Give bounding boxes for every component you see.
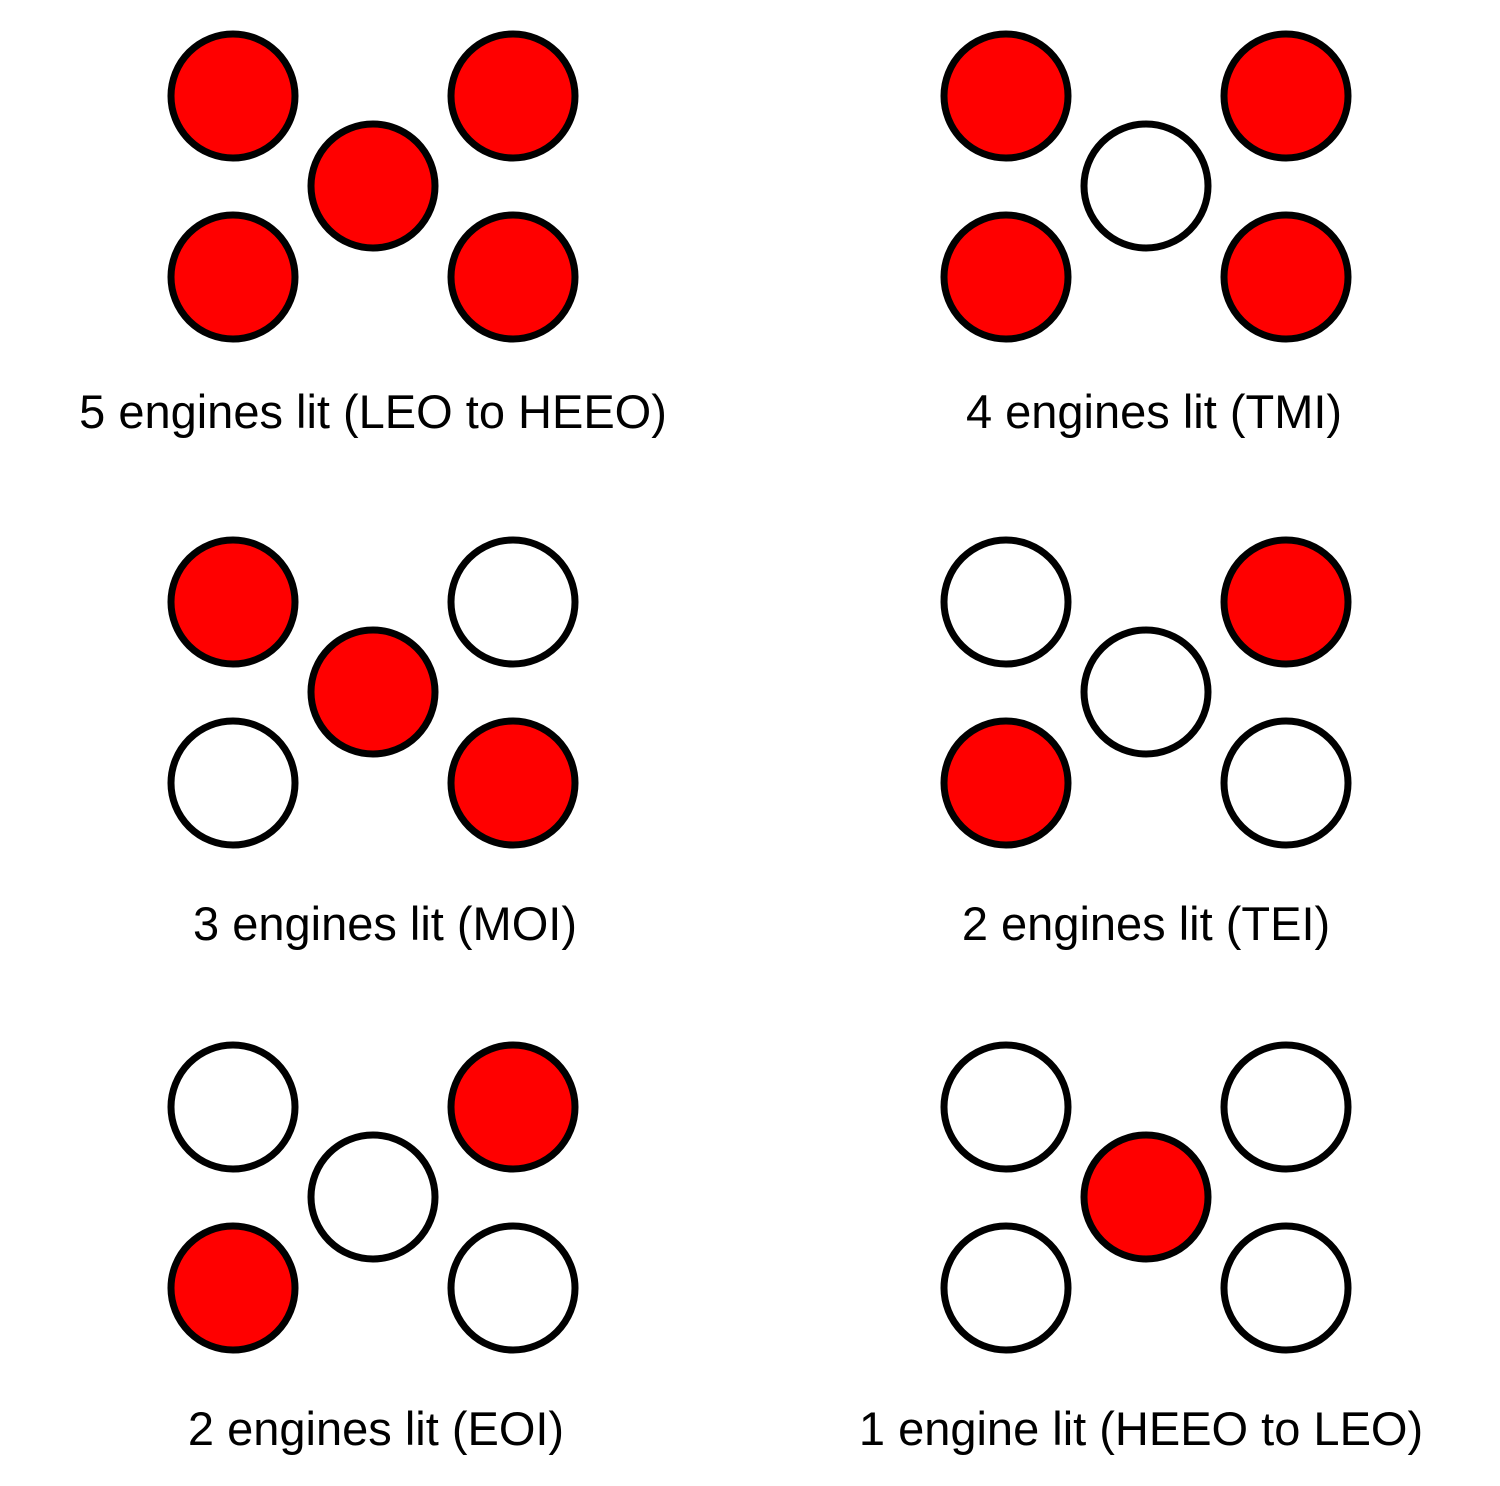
- config-caption: 3 engines lit (MOI): [193, 897, 577, 950]
- config-caption: 1 engine lit (HEEO to LEO): [859, 1402, 1423, 1455]
- config-panel-5: 2 engines lit (EOI): [167, 1041, 579, 1455]
- engine-center: [1080, 626, 1212, 758]
- engine-top-left: [940, 1041, 1072, 1173]
- engine-bottom-right: [447, 1222, 579, 1354]
- config-panel-3: 3 engines lit (MOI): [167, 536, 579, 950]
- engine-top-left: [940, 536, 1072, 668]
- engine-bottom-left: [940, 211, 1072, 343]
- engine-center: [1080, 1131, 1212, 1263]
- config-caption: 2 engines lit (EOI): [188, 1402, 564, 1455]
- engine-top-left: [167, 30, 299, 162]
- engine-center: [307, 1131, 439, 1263]
- engine-bottom-left: [940, 717, 1072, 849]
- config-panel-6: 1 engine lit (HEEO to LEO): [859, 1041, 1423, 1455]
- engine-bottom-left: [940, 1222, 1072, 1354]
- engine-center: [307, 120, 439, 252]
- config-caption: 2 engines lit (TEI): [962, 897, 1330, 950]
- engine-top-right: [1220, 1041, 1352, 1173]
- engine-bottom-left: [167, 1222, 299, 1354]
- engine-center: [1080, 120, 1212, 252]
- engine-top-left: [940, 30, 1072, 162]
- config-caption: 5 engines lit (LEO to HEEO): [79, 385, 667, 438]
- engine-top-right: [447, 536, 579, 668]
- engine-bottom-right: [447, 717, 579, 849]
- engine-top-right: [447, 30, 579, 162]
- engine-bottom-right: [447, 211, 579, 343]
- engine-bottom-right: [1220, 211, 1352, 343]
- engine-top-right: [1220, 536, 1352, 668]
- engine-top-left: [167, 536, 299, 668]
- engine-top-right: [447, 1041, 579, 1173]
- config-caption: 4 engines lit (TMI): [966, 385, 1342, 438]
- engine-top-left: [167, 1041, 299, 1173]
- config-panel-1: 5 engines lit (LEO to HEEO): [79, 30, 667, 438]
- engine-bottom-right: [1220, 717, 1352, 849]
- engine-bottom-left: [167, 211, 299, 343]
- engine-bottom-right: [1220, 1222, 1352, 1354]
- engine-top-right: [1220, 30, 1352, 162]
- config-panel-2: 4 engines lit (TMI): [940, 30, 1352, 438]
- engine-bottom-left: [167, 717, 299, 849]
- config-panel-4: 2 engines lit (TEI): [940, 536, 1352, 950]
- engine-center: [307, 626, 439, 758]
